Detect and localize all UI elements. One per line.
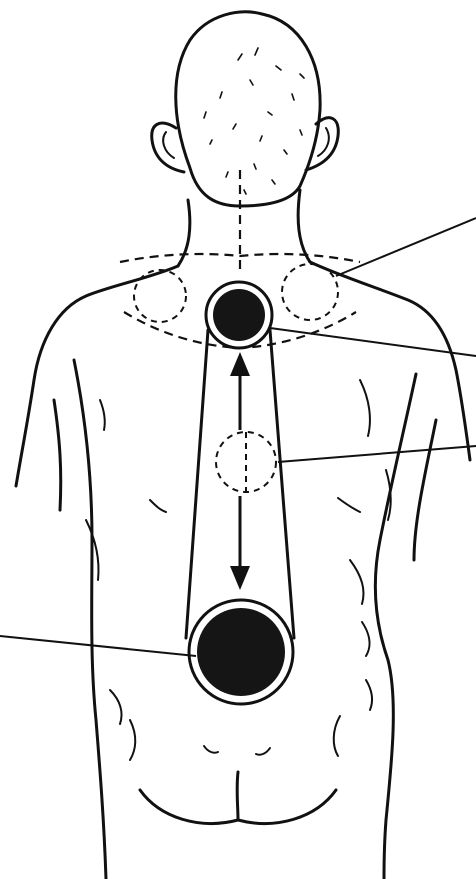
- buttocks: [140, 746, 336, 823]
- left-arm-line: [54, 400, 61, 510]
- neck-outline-left: [178, 200, 190, 266]
- right-shoulder-outline: [310, 262, 470, 460]
- arrow-down-icon: [230, 566, 250, 590]
- strap-left-edge: [186, 330, 208, 638]
- hair-texture: [204, 48, 304, 194]
- leader-lower-electrode: [0, 636, 196, 656]
- strap-right-edge: [270, 330, 294, 638]
- left-shoulder-outline: [16, 266, 178, 486]
- right-shoulder-position: [282, 264, 338, 320]
- leader-mid-back: [278, 446, 476, 462]
- gluteal-cleft: [237, 772, 238, 820]
- head: [176, 12, 320, 206]
- right-torso-outline: [375, 374, 416, 879]
- leader-upper-electrode: [270, 328, 476, 356]
- arrow-up-icon: [230, 352, 250, 376]
- left-shoulder-position: [134, 270, 186, 322]
- upper-electrode: [206, 282, 272, 348]
- left-torso-outline: [74, 360, 106, 879]
- leader-right-shoulder: [336, 218, 476, 276]
- mid-back-position: [216, 432, 276, 492]
- neck-outline-right: [298, 190, 310, 262]
- lower-electrode: [189, 600, 293, 704]
- head-outline: [176, 12, 320, 206]
